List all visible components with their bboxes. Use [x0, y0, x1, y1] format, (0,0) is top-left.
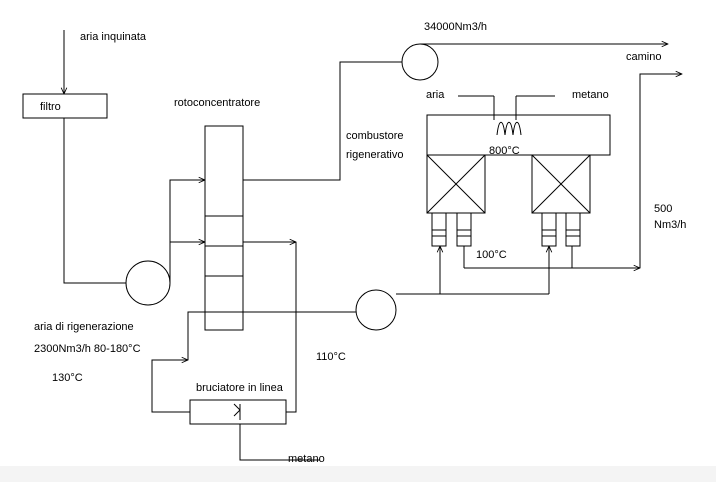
- rotoconcentrator-column: [204, 125, 244, 331]
- combustor-exhaust-line: [463, 74, 682, 268]
- fan-3: [355, 289, 397, 331]
- label-filtro: filtro: [40, 101, 61, 113]
- filter-to-fan-line: [63, 118, 148, 283]
- label-temp-100: 100°C: [476, 249, 507, 261]
- label-aria: aria: [426, 89, 445, 101]
- burner-flame-icon: [233, 403, 241, 420]
- label-temp-110: 110°C: [316, 351, 346, 363]
- label-combustore: combustore: [346, 130, 403, 142]
- filter-box: [22, 93, 108, 119]
- label-aria-rigenerazione: aria di rigenerazione: [34, 321, 134, 333]
- label-metano-bottom: metano: [288, 453, 325, 465]
- fan-1-outlets: [169, 180, 205, 283]
- fan-1: [125, 260, 171, 306]
- label-temp-800: 800°C: [489, 145, 520, 157]
- bottom-band: [0, 466, 716, 482]
- methane-to-burner-line: [239, 424, 320, 461]
- label-flow-34000: 34000Nm3/h: [424, 21, 487, 33]
- combustor-valves: [431, 212, 581, 247]
- label-flow-500-unit: Nm3/h: [654, 219, 686, 231]
- label-flow-500: 500: [654, 203, 672, 215]
- combustor-burner-coil: [458, 95, 555, 136]
- label-flow-2300: 2300Nm3/h 80-180°C: [34, 343, 141, 355]
- label-bruciatore: bruciatore in linea: [196, 382, 284, 394]
- column-to-stack-line: [243, 62, 420, 181]
- fan-2: [401, 43, 439, 81]
- label-rotoconcentratore: rotoconcentratore: [174, 97, 260, 109]
- label-aria-inquinata: aria inquinata: [80, 31, 147, 43]
- fan-3-to-combustor-line: [396, 246, 549, 295]
- burner-to-regeneration-line: [151, 311, 365, 413]
- label-camino: camino: [626, 51, 661, 63]
- label-temp-130: 130°C: [52, 372, 83, 384]
- regenerative-combustor: [426, 114, 611, 214]
- label-metano-top: metano: [572, 89, 609, 101]
- label-rigenerativo: rigenerativo: [346, 149, 403, 161]
